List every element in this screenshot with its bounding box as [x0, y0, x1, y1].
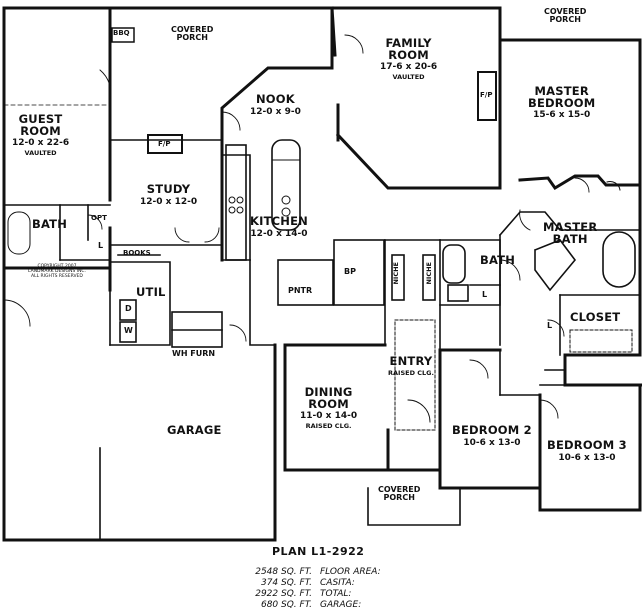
niche-1-label: NICHE: [392, 262, 400, 285]
pantry-label: PNTR: [288, 286, 313, 295]
covered-porch-master-label: COVERED PORCH: [544, 7, 587, 24]
area-value: 374 SQ. FT.: [260, 577, 312, 588]
interior-walls: [3, 104, 641, 541]
area-table: 2548 SQ. FT. FLOOR AREA: 374 SQ. FT. CAS…: [228, 566, 398, 610]
covered-porch-front-label: COVERED PORCH: [378, 485, 421, 502]
fireplace-family-label: F/P: [480, 91, 493, 99]
area-label: GARAGE:: [320, 599, 362, 610]
bbq-label: BBQ: [113, 29, 130, 37]
hall-bath-label: BATH: [480, 253, 516, 267]
guest-room-label: GUEST ROOM 12-0 x 22-6 VAULTED: [12, 112, 70, 157]
area-label: TOTAL:: [320, 588, 352, 599]
nook-label: NOOK 12-0 x 9-0: [250, 92, 301, 117]
master-lav-label: L: [547, 321, 553, 330]
master-bedroom-label: MASTER BEDROOM 15-6 x 15-0: [528, 84, 596, 120]
study-label: STUDY 12-0 x 12-0: [140, 182, 198, 207]
area-label: CASITA:: [320, 577, 355, 588]
dryer-label: D: [125, 304, 132, 313]
area-label: FLOOR AREA:: [320, 566, 381, 577]
closet-label: CLOSET: [570, 310, 621, 324]
fireplace-study-label: F/P: [158, 140, 171, 148]
area-row-casita: 374 SQ. FT. CASITA:: [228, 577, 398, 588]
door-swings: [3, 34, 590, 423]
exterior-walls: [2, 6, 642, 542]
area-value: 2548 SQ. FT.: [255, 566, 312, 577]
plan-title: PLAN L1-2922: [272, 545, 365, 558]
niche-2-label: NICHE: [425, 262, 433, 285]
dining-room-label: DINING ROOM 11-0 x 14-0 RAISED CLG.: [300, 385, 358, 430]
opt-label: OPT: [91, 214, 107, 222]
guest-lav-label: L: [98, 241, 104, 250]
bedroom-2-label: BEDROOM 2 10-6 x 13-0: [452, 423, 532, 448]
garage-label: GARAGE: [167, 423, 222, 437]
covered-porch-rear-label: COVERED PORCH: [171, 25, 214, 42]
guest-bath-label: BATH: [32, 217, 68, 231]
entry-label: ENTRY RAISED CLG.: [388, 354, 434, 377]
kitchen-label: KITCHEN 12-0 x 14-0: [250, 214, 308, 239]
books-label: BOOKS: [123, 249, 151, 257]
family-room-label: FAMILY ROOM 17-6 x 20-6 VAULTED: [380, 36, 438, 81]
master-bath-label: MASTER BATH: [543, 220, 598, 246]
bedroom-3-label: BEDROOM 3 10-6 x 13-0: [547, 438, 627, 463]
water-heater-furnace-label: WH FURN: [172, 349, 216, 358]
copyright-label: COPYRIGHT 2007 LANDMARK DESIGNS INC. ALL…: [28, 264, 86, 280]
area-value: 2922 SQ. FT.: [255, 588, 312, 599]
util-label: UTIL: [136, 285, 166, 299]
area-value: 680 SQ. FT.: [260, 599, 312, 610]
area-row-garage: 680 SQ. FT. GARAGE:: [228, 599, 398, 610]
kitchen-appliances: [228, 159, 301, 217]
area-row-floor: 2548 SQ. FT. FLOOR AREA:: [228, 566, 398, 577]
washer-label: W: [124, 326, 133, 335]
hall-lav-label: L: [482, 290, 488, 299]
area-row-total: 2922 SQ. FT. TOTAL:: [228, 588, 398, 599]
bp-label: BP: [344, 267, 356, 276]
